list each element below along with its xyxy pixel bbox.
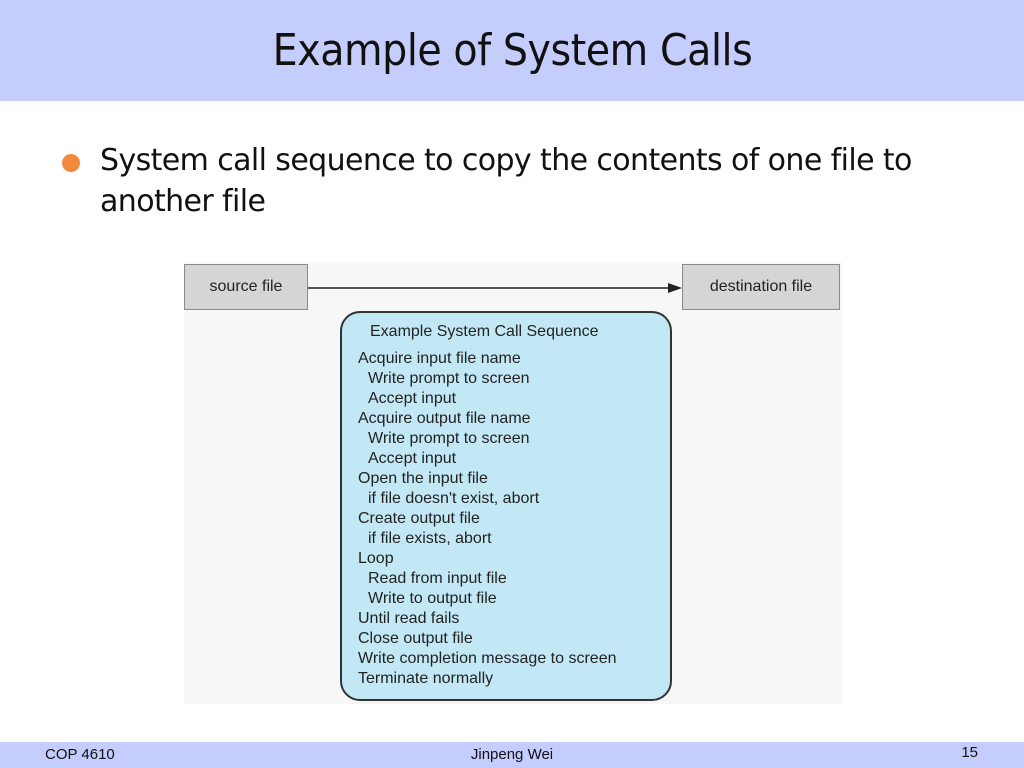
sequence-step: Acquire output file name — [358, 410, 531, 427]
footer-course: COP 4610 — [45, 746, 115, 763]
sequence-step: Open the input file — [358, 470, 488, 487]
sequence-step: Write prompt to screen — [368, 370, 530, 387]
footer-bar: COP 4610 Jinpeng Wei 15 — [0, 742, 1024, 768]
sequence-step: if file exists, abort — [368, 530, 492, 547]
slide-number: 15 — [961, 744, 978, 761]
sequence-step: Terminate normally — [358, 670, 494, 687]
title-bar: Example of System Calls — [0, 0, 1024, 101]
sequence-step: Write completion message to screen — [358, 650, 617, 667]
sequence-step: Loop — [358, 550, 394, 567]
sequence-title: Example System Call Sequence — [370, 323, 599, 340]
system-call-figure: source file destination file Example Sys… — [184, 262, 842, 704]
sequence-step: Accept input — [368, 390, 457, 407]
sequence-step: Write to output file — [368, 590, 497, 607]
system-call-sequence-box: Example System Call Sequence Acquire inp… — [340, 311, 672, 701]
sequence-step: Read from input file — [368, 570, 507, 587]
footer-author: Jinpeng Wei — [470, 746, 554, 763]
sequence-step: Acquire input file name — [358, 350, 521, 367]
sequence-step: if file doesn't exist, abort — [368, 490, 540, 507]
sequence-step: Close output file — [358, 630, 473, 647]
bullet-dot-icon — [62, 154, 80, 172]
bullet-text: System call sequence to copy the content… — [100, 143, 912, 219]
slide-title: Example of System Calls — [272, 24, 752, 76]
destination-file-box: destination file — [682, 264, 840, 310]
source-file-box: source file — [184, 264, 308, 310]
sequence-step: Write prompt to screen — [368, 430, 530, 447]
sequence-step: Until read fails — [358, 610, 460, 627]
copy-arrow — [308, 283, 682, 293]
sequence-step: Create output file — [358, 510, 480, 527]
sequence-step: Accept input — [368, 450, 457, 467]
